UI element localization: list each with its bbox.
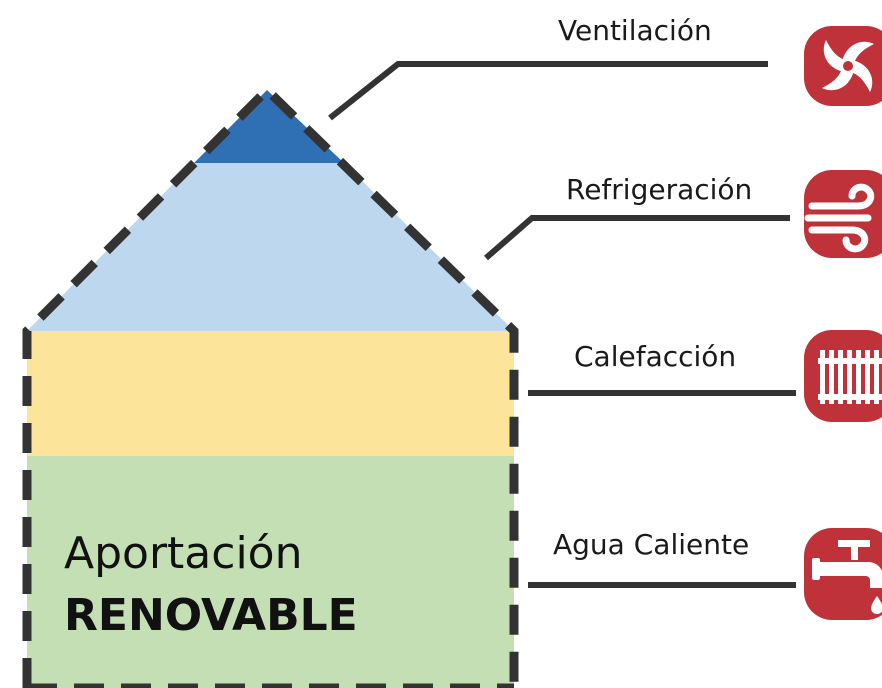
fan-icon <box>804 26 882 106</box>
base-band <box>27 456 514 688</box>
service-label-agua-caliente: Agua Caliente <box>553 528 750 561</box>
wind-icon <box>804 170 882 258</box>
leader-refrigeracion <box>484 215 790 261</box>
roof-peak <box>194 90 344 163</box>
service-label-calefaccion: Calefacción <box>574 340 737 373</box>
roof-band <box>27 163 514 331</box>
leader-ventilacion <box>328 61 768 121</box>
radiator-icon <box>804 330 882 422</box>
service-label-ventilacion: Ventilación <box>558 14 712 47</box>
house-outline <box>22 83 519 688</box>
faucet-icon <box>804 528 882 620</box>
service-label-refrigeracion: Refrigeración <box>566 173 753 206</box>
renewable-label-line2: RENOVABLE <box>64 590 358 641</box>
middle-band <box>27 331 514 456</box>
renewable-label-line1: Aportación <box>64 528 303 579</box>
